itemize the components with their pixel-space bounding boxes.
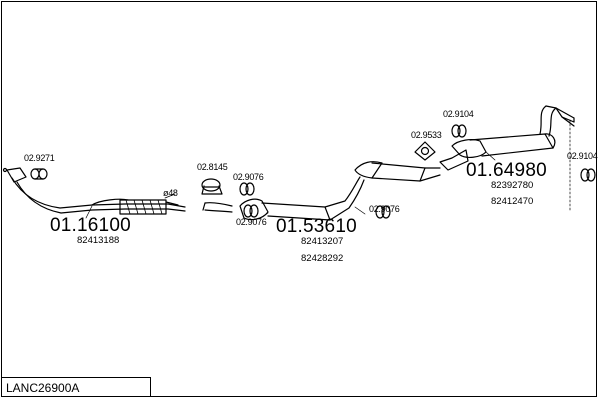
label-ring-02-9076-b: 02.9076 xyxy=(236,217,267,227)
label-hanger-02-9104-right: 02.9104 xyxy=(567,151,598,161)
kit-code: LANC26900A xyxy=(6,381,80,395)
kit-code-box: LANC26900A xyxy=(1,377,151,397)
label-ring-02-9076-a: 02.9076 xyxy=(233,172,264,182)
oe-ref-rear-silencer-1: 82392780 xyxy=(491,180,534,191)
part-number-front-pipe: 01.16100 xyxy=(50,215,131,236)
hanger-02-9104-top-drawing xyxy=(451,124,467,138)
oe-ref-rear-silencer-2: 82412470 xyxy=(491,196,534,207)
part-number-middle-silencer: 01.53610 xyxy=(276,216,357,237)
gasket-02-9533-drawing xyxy=(414,141,436,161)
label-ring-02-9076-c: 02.9076 xyxy=(369,204,400,214)
label-gasket-02-9271: 02.9271 xyxy=(24,153,55,163)
gasket-02-9271-drawing xyxy=(2,167,48,180)
leader-lines xyxy=(85,117,571,219)
ring-02-9076-b-drawing xyxy=(243,204,259,218)
front-pipe-drawing xyxy=(6,167,186,215)
oe-ref-front-pipe: 82413188 xyxy=(77,235,120,246)
label-hanger-02-9104-top: 02.9104 xyxy=(443,109,474,119)
label-clamp-02-8145: 02.8145 xyxy=(197,162,228,172)
oe-ref-middle-silencer-2: 82428292 xyxy=(301,253,344,264)
part-number-rear-silencer: 01.64980 xyxy=(466,160,547,181)
hanger-02-9104-right-drawing xyxy=(580,168,596,182)
ring-02-9076-a-drawing xyxy=(239,182,255,196)
label-gasket-02-9533: 02.9533 xyxy=(411,130,442,140)
clamp-02-8145-drawing xyxy=(201,178,223,195)
ring-02-9076-c-drawing xyxy=(375,205,391,219)
label-diameter: ø48 xyxy=(163,188,178,198)
middle-silencer-drawing xyxy=(202,161,441,221)
oe-ref-middle-silencer-1: 82413207 xyxy=(301,236,344,247)
